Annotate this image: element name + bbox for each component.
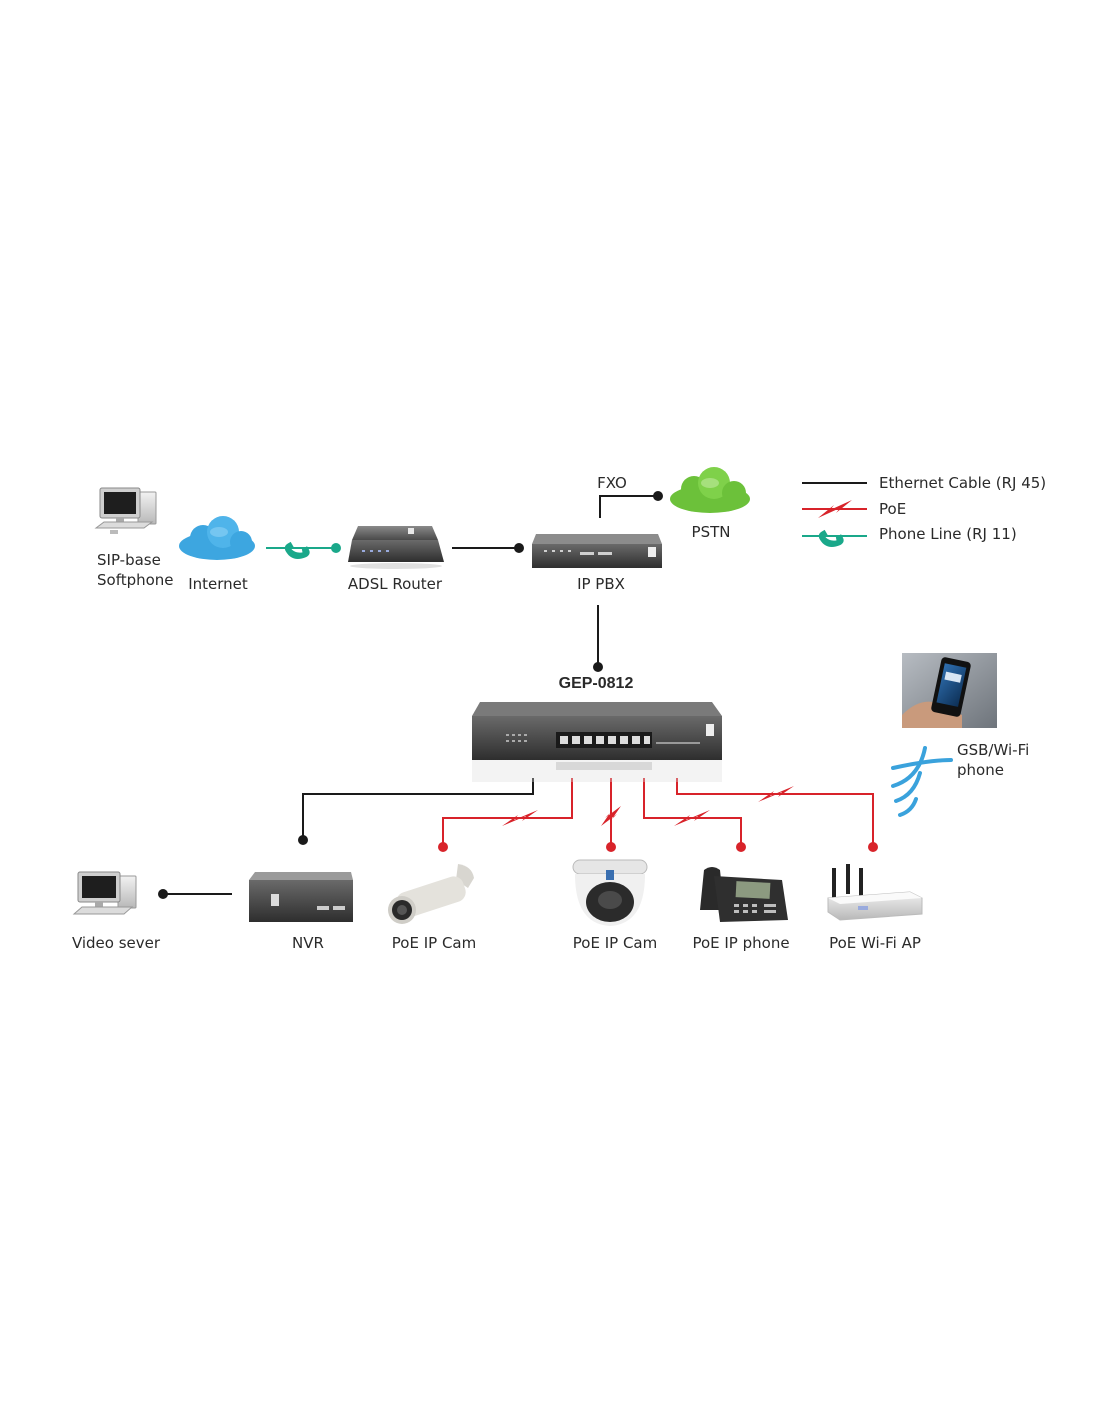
legend bbox=[802, 482, 867, 547]
mobile-label-line1: GSB/Wi-Fi bbox=[957, 741, 1030, 759]
video-server-label: Video sever bbox=[71, 934, 161, 952]
dome-cam-label: PoE IP Cam bbox=[572, 934, 658, 952]
access-point-label: PoE Wi-Fi AP bbox=[829, 934, 921, 952]
legend-phone-line-label: Phone Line (RJ 11) bbox=[879, 525, 1017, 543]
connector-dot bbox=[653, 491, 663, 501]
ip-pbx-label: IP PBX bbox=[577, 575, 625, 593]
wifi-waves-icon bbox=[891, 746, 953, 817]
ip-phone-icon bbox=[700, 867, 788, 922]
lightning-bolt-icon bbox=[674, 810, 710, 826]
poe-switch-bullet-cam bbox=[442, 778, 573, 847]
ethernet-ports bbox=[556, 732, 652, 748]
softphone-label-line1: SIP-base bbox=[97, 551, 161, 569]
bullet-cam-label: PoE IP Cam bbox=[391, 934, 477, 952]
cloud-icon bbox=[670, 467, 750, 513]
legend-poe-label: PoE bbox=[879, 500, 907, 518]
softphone-label-line2: Softphone bbox=[97, 571, 174, 589]
poe-switch-ip-phone bbox=[643, 778, 742, 847]
ip-pbx-icon bbox=[532, 534, 662, 568]
fxo-label: FXO bbox=[597, 474, 627, 492]
connector-dot bbox=[158, 889, 168, 899]
nvr-icon bbox=[249, 872, 353, 922]
poe-switch-icon bbox=[472, 702, 722, 782]
connector-dot bbox=[868, 842, 878, 852]
connections bbox=[158, 491, 878, 899]
lightning-bolt-icon bbox=[502, 810, 538, 826]
dome-camera-icon bbox=[572, 859, 648, 926]
internet-label: Internet bbox=[188, 575, 248, 593]
connector-dot bbox=[606, 842, 616, 852]
lightning-bolt-icon bbox=[601, 806, 621, 826]
connector-dot bbox=[514, 543, 524, 553]
legend-phone-line-swatch bbox=[802, 529, 867, 547]
connector-dot bbox=[736, 842, 746, 852]
ip-phone-label: PoE IP phone bbox=[692, 934, 790, 952]
switch-label: GEP-0812 bbox=[558, 675, 634, 692]
nvr-label: NVR bbox=[292, 934, 324, 952]
desktop-computer-icon bbox=[72, 871, 137, 915]
mobile-label-line2: phone bbox=[957, 761, 1004, 779]
bullet-camera-icon bbox=[388, 864, 474, 924]
adsl-router-label: ADSL Router bbox=[347, 575, 443, 593]
smartphone-icon bbox=[902, 653, 997, 728]
legend-ethernet-label: Ethernet Cable (RJ 45) bbox=[879, 474, 1047, 492]
connector-dot bbox=[298, 835, 308, 845]
lightning-bolt-icon bbox=[758, 786, 794, 802]
connector-dot bbox=[438, 842, 448, 852]
cloud-icon bbox=[179, 516, 255, 560]
pstn-label: PSTN bbox=[691, 523, 731, 541]
legend-poe-swatch bbox=[802, 500, 867, 518]
desktop-computer-icon bbox=[94, 487, 157, 534]
ethernet-pbx-pstn bbox=[599, 495, 658, 518]
connector-dot bbox=[331, 543, 341, 553]
connector-dot bbox=[593, 662, 603, 672]
access-point-icon bbox=[827, 864, 923, 921]
poe-switch-access-point bbox=[676, 778, 874, 847]
ethernet-switch-nvr bbox=[302, 778, 534, 840]
adsl-router-icon bbox=[348, 526, 444, 569]
phone-handset-icon bbox=[284, 541, 310, 559]
